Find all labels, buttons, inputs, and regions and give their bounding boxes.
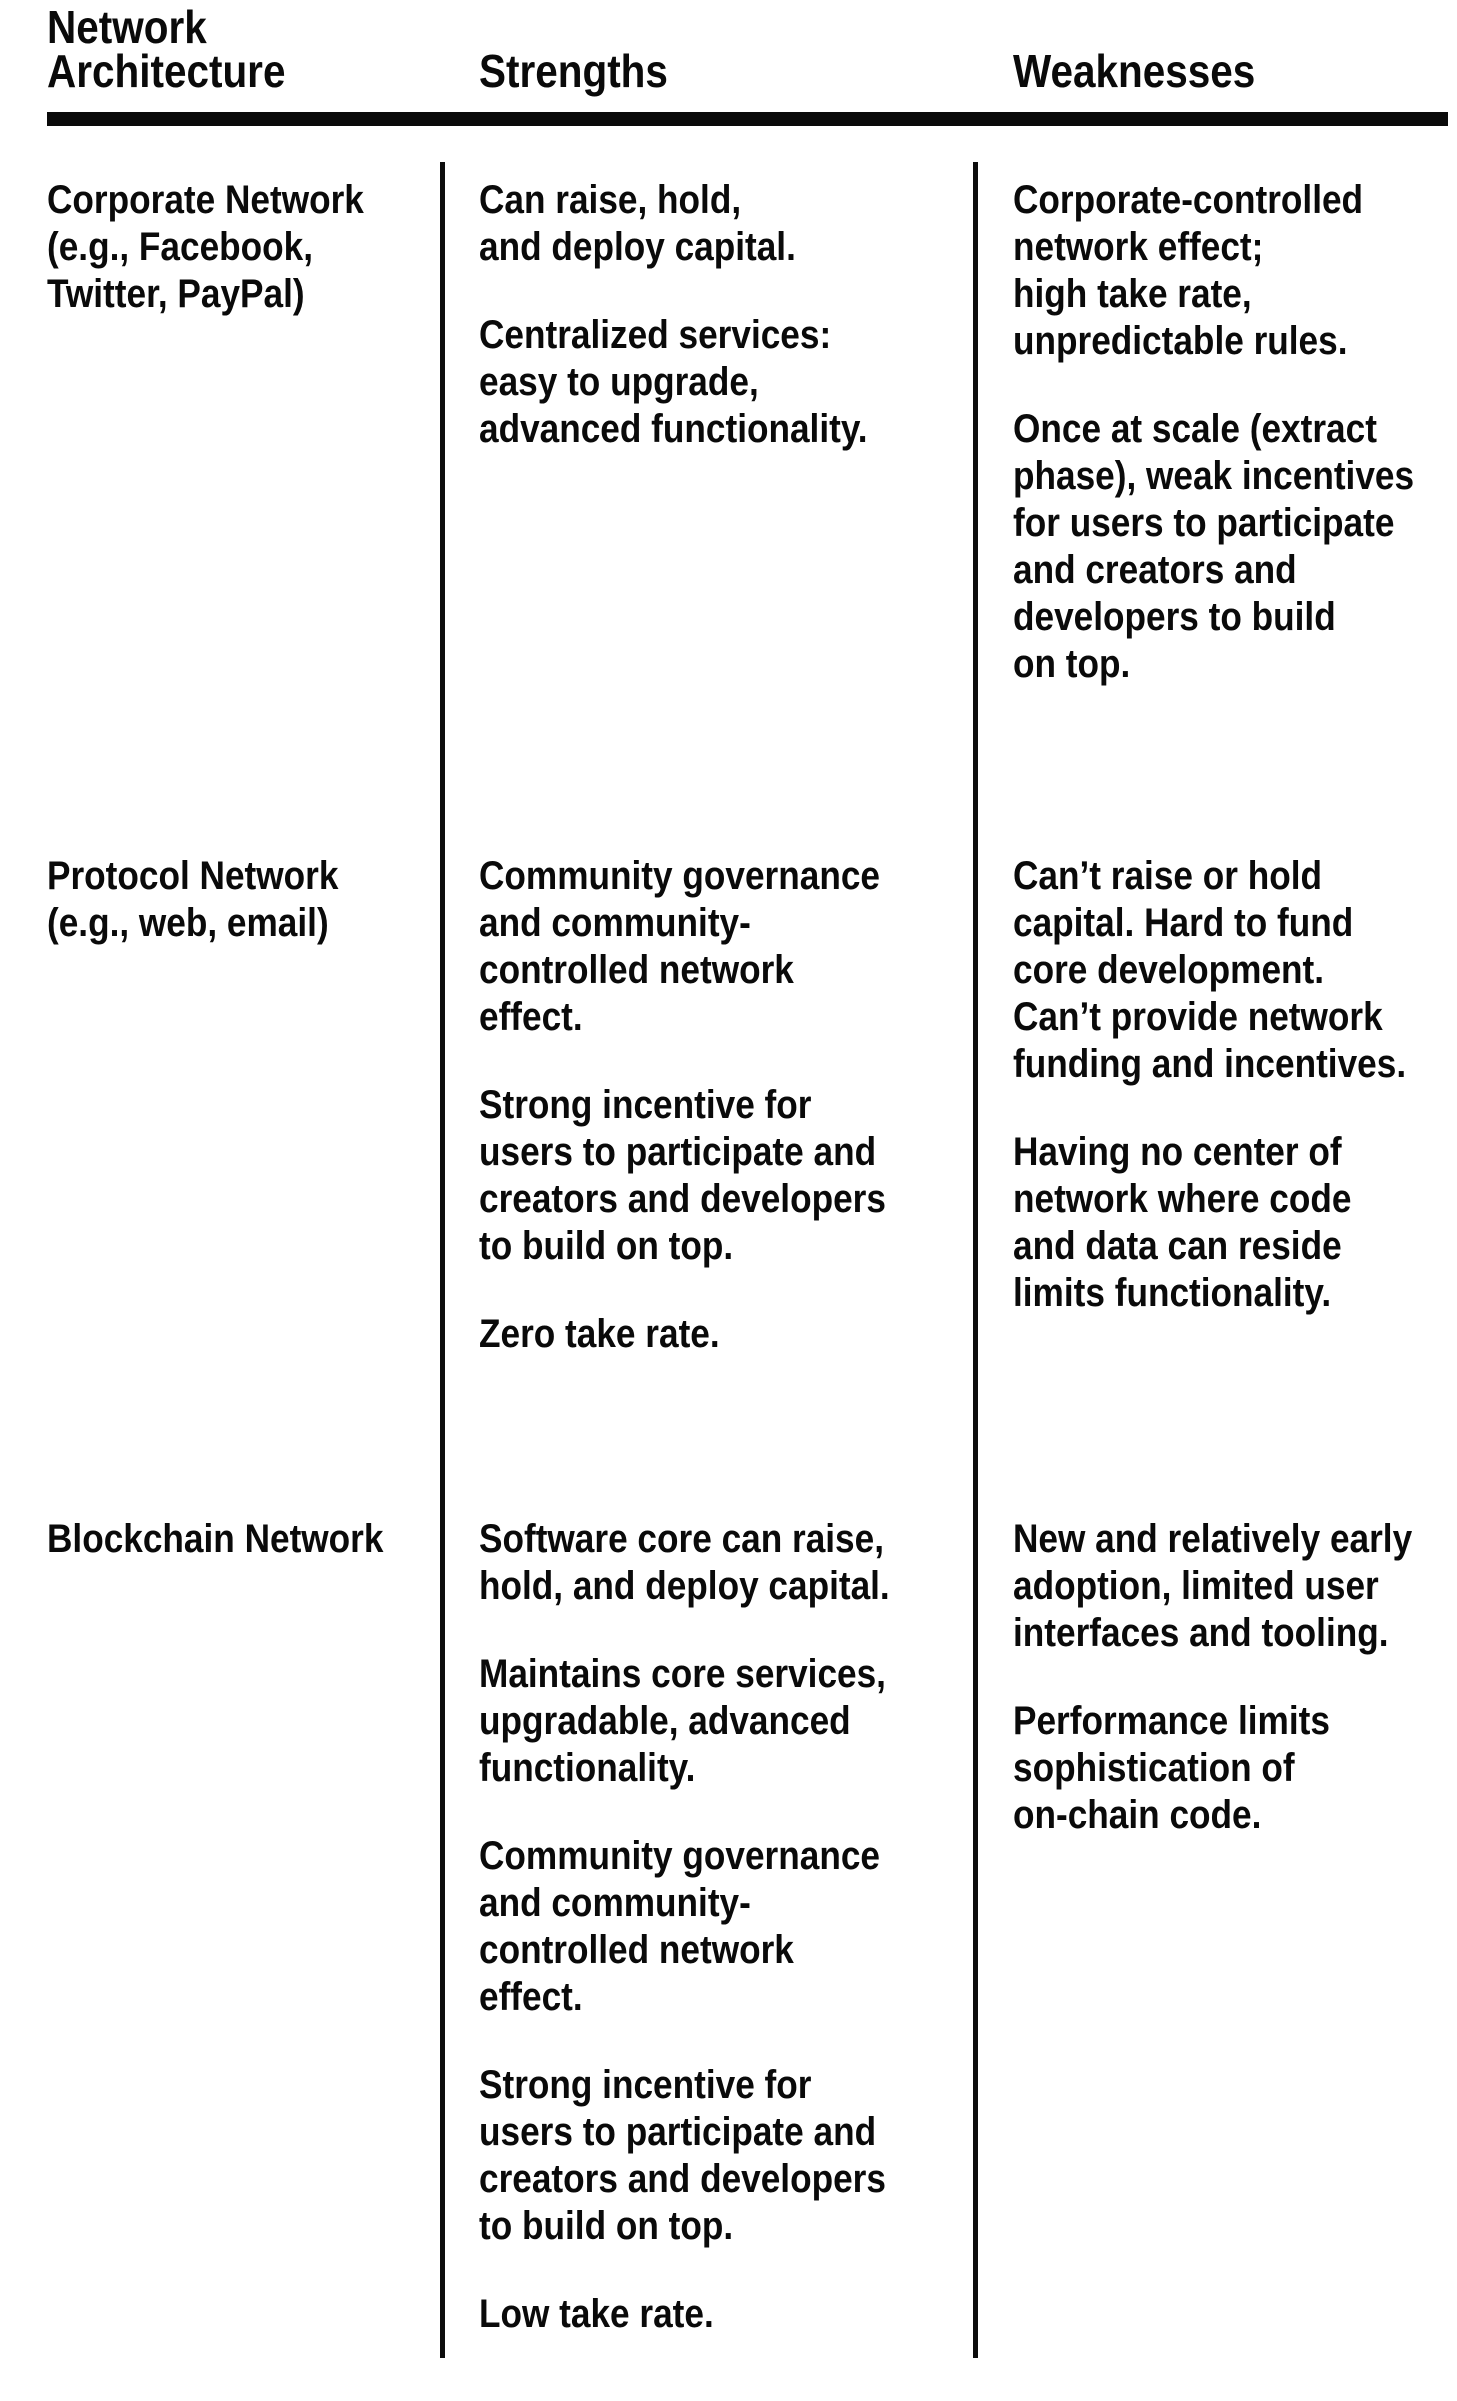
text-line: interfaces and tooling. bbox=[1013, 1611, 1389, 1655]
paragraph: Protocol Network(e.g., web, email) bbox=[47, 853, 432, 947]
text-line: high take rate, bbox=[1013, 272, 1252, 316]
text-line: on top. bbox=[1013, 642, 1131, 686]
text-line: capital. Hard to fund bbox=[1013, 901, 1354, 945]
text-line: Protocol Network bbox=[47, 854, 339, 898]
paragraph: Can raise, hold,and deploy capital. bbox=[479, 177, 959, 271]
text-line: Strong incentive for bbox=[479, 1083, 812, 1127]
cell-architecture: Corporate Network(e.g., Facebook,Twitter… bbox=[47, 177, 432, 318]
cell-architecture: Blockchain Network bbox=[47, 1516, 432, 1563]
text-line: to build on top. bbox=[479, 1224, 734, 1268]
text-line: users to participate and bbox=[479, 2110, 877, 2154]
text-line: developers to build bbox=[1013, 595, 1336, 639]
text-line: Twitter, PayPal) bbox=[47, 272, 305, 316]
text-line: Can’t raise or hold bbox=[1013, 854, 1323, 898]
header-architecture-line-2: Architecture bbox=[47, 45, 286, 97]
paragraph: Centralized services:easy to upgrade,adv… bbox=[479, 312, 959, 453]
header-strengths: Strengths bbox=[479, 45, 668, 97]
column-divider-2 bbox=[973, 162, 978, 2358]
text-line: Can raise, hold, bbox=[479, 178, 742, 222]
text-line: creators and developers bbox=[479, 1177, 886, 1221]
text-line: advanced functionality. bbox=[479, 407, 868, 451]
text-line: and community- bbox=[479, 901, 751, 945]
text-line: on-chain code. bbox=[1013, 1793, 1262, 1837]
header-architecture-line-1: Network bbox=[47, 1, 207, 53]
text-line: funding and incentives. bbox=[1013, 1042, 1407, 1086]
text-line: creators and developers bbox=[479, 2157, 886, 2201]
text-line: Strong incentive for bbox=[479, 2063, 812, 2107]
paragraph: Software core can raise,hold, and deploy… bbox=[479, 1516, 959, 1610]
text-line: phase), weak incentives bbox=[1013, 454, 1415, 498]
header-weaknesses: Weaknesses bbox=[1013, 45, 1256, 97]
text-line: (e.g., Facebook, bbox=[47, 225, 314, 269]
text-line: Community governance bbox=[479, 854, 880, 898]
text-line: easy to upgrade, bbox=[479, 360, 759, 404]
text-line: Corporate Network bbox=[47, 178, 364, 222]
text-line: unpredictable rules. bbox=[1013, 319, 1348, 363]
paragraph: Blockchain Network bbox=[47, 1516, 432, 1563]
text-line: effect. bbox=[479, 1975, 583, 2019]
text-line: and data can reside bbox=[1013, 1224, 1342, 1268]
text-line: effect. bbox=[479, 995, 583, 1039]
text-line: New and relatively early bbox=[1013, 1517, 1413, 1561]
cell-strengths: Can raise, hold,and deploy capital. Centr… bbox=[479, 177, 959, 453]
text-line: Can’t provide network bbox=[1013, 995, 1383, 1039]
text-line: Centralized services: bbox=[479, 313, 832, 357]
text-line: (e.g., web, email) bbox=[47, 901, 329, 945]
text-line: core development. bbox=[1013, 948, 1325, 992]
text-line: sophistication of bbox=[1013, 1746, 1295, 1790]
cell-strengths: Software core can raise,hold, and deploy… bbox=[479, 1516, 959, 2338]
paragraph: Corporate Network(e.g., Facebook,Twitter… bbox=[47, 177, 432, 318]
text-line: to build on top. bbox=[479, 2204, 734, 2248]
text-line: Maintains core services, bbox=[479, 1652, 886, 1696]
text-line: Blockchain Network bbox=[47, 1517, 384, 1561]
text-line: Community governance bbox=[479, 1834, 880, 1878]
paragraph: Low take rate. bbox=[479, 2291, 959, 2338]
text-line: controlled network bbox=[479, 948, 794, 992]
text-line: Corporate-controlled bbox=[1013, 178, 1364, 222]
text-line: network where code bbox=[1013, 1177, 1352, 1221]
text-line: and community- bbox=[479, 1881, 751, 1925]
text-line: and deploy capital. bbox=[479, 225, 796, 269]
text-line: Once at scale (extract bbox=[1013, 407, 1377, 451]
text-line: users to participate and bbox=[479, 1130, 877, 1174]
header-rule bbox=[47, 112, 1448, 126]
text-line: and creators and bbox=[1013, 548, 1297, 592]
text-line: Having no center of bbox=[1013, 1130, 1342, 1174]
text-line: network effect; bbox=[1013, 225, 1264, 269]
paragraph: Zero take rate. bbox=[479, 1311, 959, 1358]
paragraph: Maintains core services,upgradable, adva… bbox=[479, 1651, 959, 1792]
text-line: controlled network bbox=[479, 1928, 794, 1972]
text-line: hold, and deploy capital. bbox=[479, 1564, 890, 1608]
text-line: Low take rate. bbox=[479, 2292, 714, 2336]
text-line: limits functionality. bbox=[1013, 1271, 1332, 1315]
text-line: Zero take rate. bbox=[479, 1312, 720, 1356]
text-line: functionality. bbox=[479, 1746, 696, 1790]
text-line: adoption, limited user bbox=[1013, 1564, 1379, 1608]
text-line: Performance limits bbox=[1013, 1699, 1330, 1743]
text-line: Software core can raise, bbox=[479, 1517, 884, 1561]
column-divider-1 bbox=[440, 162, 445, 2358]
header-architecture: Network Architecture bbox=[47, 1, 318, 97]
text-line: for users to participate bbox=[1013, 501, 1395, 545]
text-line: upgradable, advanced bbox=[479, 1699, 851, 1743]
cell-architecture: Protocol Network(e.g., web, email) bbox=[47, 853, 432, 947]
